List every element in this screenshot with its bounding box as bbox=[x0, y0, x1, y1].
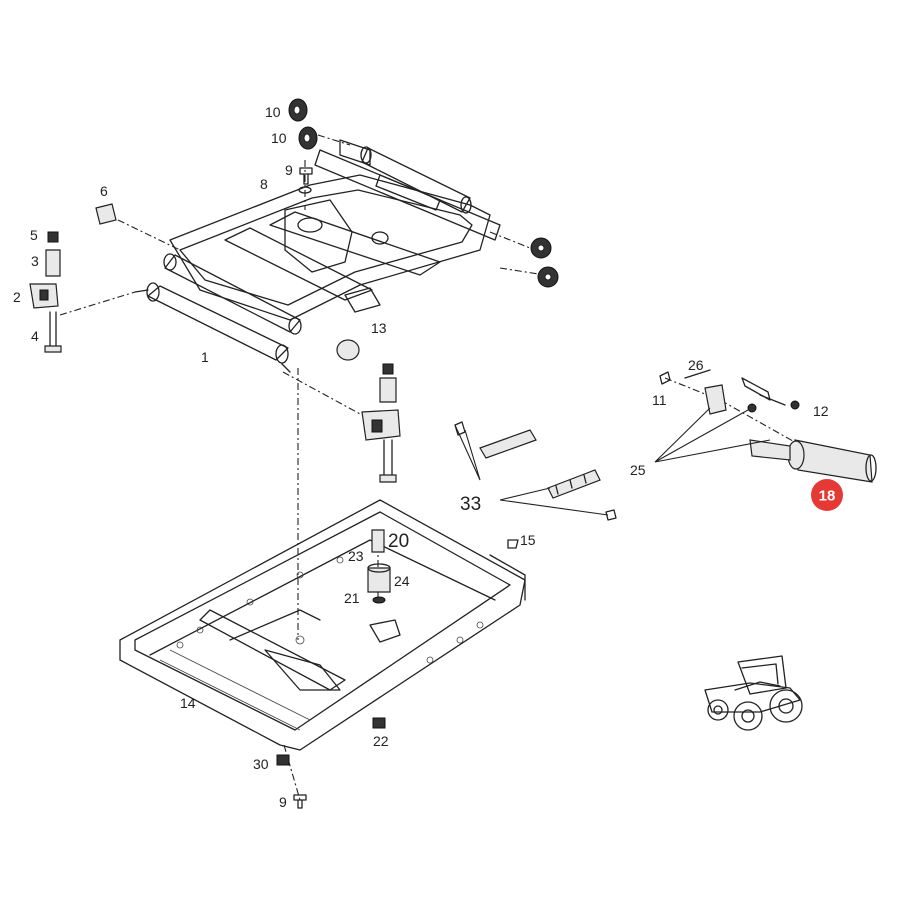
tractor-icon bbox=[704, 655, 803, 731]
label-10-upper: 10 bbox=[265, 104, 281, 120]
highlight-badge bbox=[811, 479, 843, 511]
top-hardware bbox=[95, 167, 313, 225]
label-15: 15 bbox=[520, 532, 536, 548]
label-21: 21 bbox=[344, 590, 360, 606]
center-mount-stack bbox=[361, 363, 401, 483]
highlight-label: 18 bbox=[819, 488, 836, 505]
label-24: 24 bbox=[394, 573, 410, 589]
label-9-top: 9 bbox=[285, 162, 293, 178]
label-4: 4 bbox=[31, 328, 39, 344]
label-30: 30 bbox=[253, 756, 269, 772]
label-6: 6 bbox=[100, 183, 108, 199]
lower-hardware bbox=[276, 529, 519, 809]
highlight-callout-18[interactable]: 18 bbox=[811, 479, 843, 511]
label-12: 12 bbox=[813, 403, 829, 419]
label-23: 23 bbox=[348, 548, 364, 564]
label-5: 5 bbox=[30, 227, 38, 243]
label-26: 26 bbox=[688, 357, 704, 373]
label-33: 33 bbox=[460, 494, 481, 515]
leader-lines bbox=[454, 407, 771, 516]
pins-group-33 bbox=[454, 421, 617, 521]
base-plate bbox=[119, 499, 526, 751]
label-22: 22 bbox=[373, 733, 389, 749]
label-20: 20 bbox=[388, 531, 409, 552]
part-labels: 10 10 9 8 6 5 3 2 4 1 13 26 11 12 25 33 … bbox=[13, 104, 829, 810]
label-11: 11 bbox=[652, 392, 667, 408]
label-13: 13 bbox=[371, 320, 387, 336]
label-25: 25 bbox=[630, 462, 646, 478]
roller-wheels bbox=[288, 98, 559, 288]
label-10-lower: 10 bbox=[271, 130, 287, 146]
assembly-axis-lines bbox=[59, 134, 801, 801]
label-14: 14 bbox=[180, 695, 196, 711]
left-mount-stack bbox=[29, 231, 62, 353]
label-9-bottom: 9 bbox=[279, 794, 287, 810]
label-1: 1 bbox=[201, 349, 209, 365]
upper-scissor-frame bbox=[134, 139, 501, 373]
label-8: 8 bbox=[260, 176, 268, 192]
right-actuator-assembly bbox=[659, 369, 877, 483]
label-2: 2 bbox=[13, 289, 21, 305]
label-3: 3 bbox=[31, 253, 39, 269]
